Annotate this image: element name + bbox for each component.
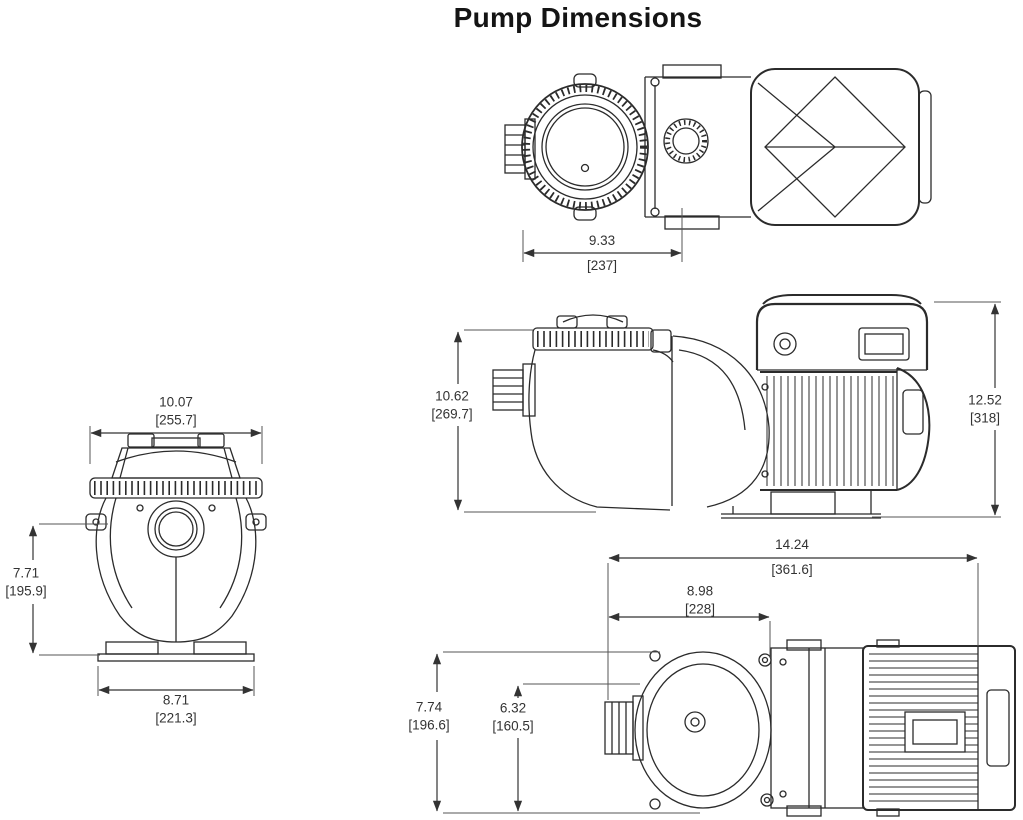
dim-partial-length: 8.98 [228] — [685, 583, 715, 616]
dim-mm: [269.7] — [431, 406, 473, 421]
dim-front-height: 7.71 [195.9] — [5, 565, 46, 598]
bottom-view-seal-plate — [770, 639, 864, 817]
side-view-lid — [532, 314, 672, 353]
page-title: Pump Dimensions — [453, 2, 703, 33]
side-view-strainer-pot — [528, 349, 674, 511]
front-view-base — [97, 641, 255, 662]
top-view-inlet-port — [504, 118, 536, 180]
side-view-drawing — [492, 294, 931, 519]
front-view-lid — [111, 433, 241, 479]
side-view-base — [721, 490, 881, 519]
side-view-motor — [760, 367, 931, 491]
dim-inches: 9.33 — [588, 232, 616, 248]
bottom-view-motor — [862, 639, 1016, 817]
dim-inches: 10.62 — [435, 388, 469, 404]
top-view-drawing — [504, 64, 932, 230]
dim-mm: [228] — [684, 601, 716, 616]
side-view-drive-control — [755, 294, 929, 371]
dim-top-view-width: 9.33 [237] — [587, 233, 617, 273]
dim-mm: [221.3] — [155, 710, 197, 725]
top-view-motor — [750, 68, 932, 226]
dim-pot-height: 10.62 [269.7] — [431, 388, 472, 421]
dim-front-base-width: 8.71 [221.3] — [155, 692, 196, 725]
bottom-view-drawing — [604, 639, 1016, 817]
dim-inches: 14.24 — [775, 536, 809, 552]
front-view-drawing — [85, 433, 267, 662]
top-view-strainer-lid — [521, 73, 649, 221]
dim-mm: [237] — [586, 257, 618, 273]
top-view-pump-body — [644, 64, 751, 230]
dim-front-top-width: 10.07 [255.7] — [155, 394, 196, 427]
dim-mm: [160.5] — [492, 718, 534, 733]
dim-mm: [196.6] — [408, 717, 450, 732]
dim-inches: 8.71 — [162, 692, 190, 708]
dim-partial-depth: 6.32 [160.5] — [492, 700, 533, 733]
bottom-view-strainer-pot — [634, 650, 774, 810]
dim-mm: [318] — [969, 410, 1001, 425]
dim-inches: 10.07 — [159, 394, 193, 410]
dim-overall-height: 12.52 [318] — [968, 392, 1002, 425]
dim-overall-length: 14.24 [361.6] — [771, 537, 812, 577]
dim-mm: [255.7] — [155, 412, 197, 427]
dim-inches: 8.98 — [686, 583, 714, 599]
dim-inches: 7.74 — [415, 699, 443, 715]
front-view-clamp-band — [85, 477, 267, 531]
dim-inches: 12.52 — [968, 392, 1002, 408]
side-view-volute — [671, 335, 770, 508]
front-view-pot-body — [95, 497, 257, 643]
dim-inches: 6.32 — [499, 700, 527, 716]
dim-mm: [195.9] — [5, 583, 47, 598]
dim-inches: 7.71 — [12, 565, 40, 581]
dim-mm: [361.6] — [771, 561, 813, 577]
dim-overall-depth: 7.74 [196.6] — [408, 699, 449, 732]
